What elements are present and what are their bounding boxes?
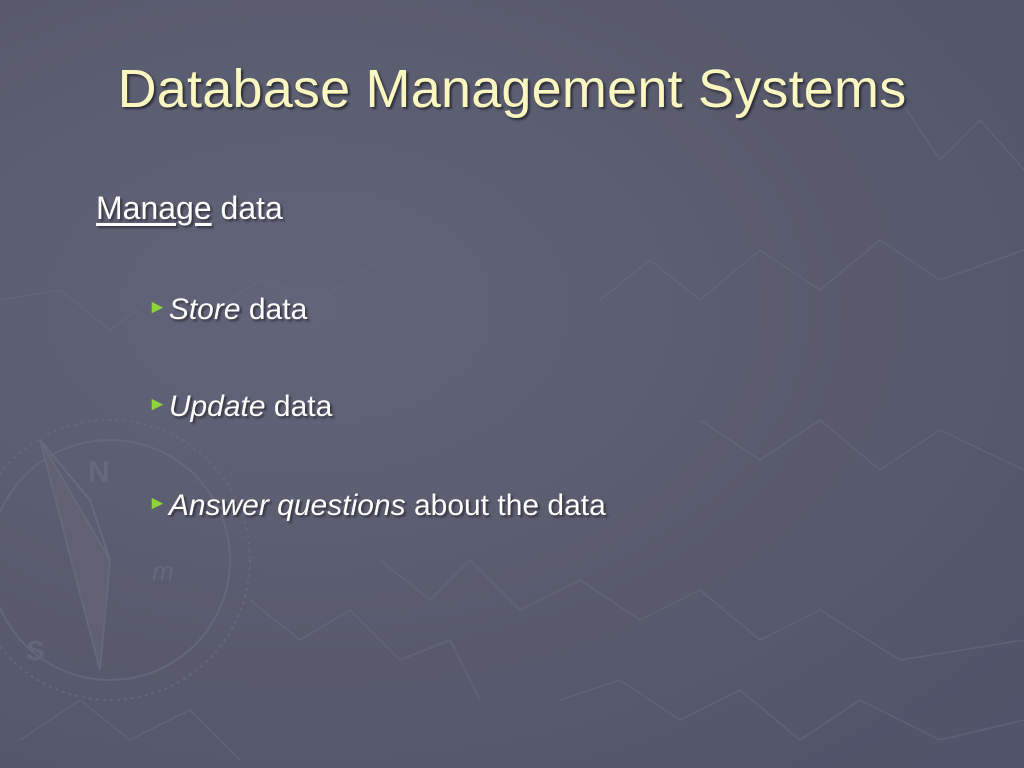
- bullet-emphasis: Answer questions: [168, 489, 406, 522]
- intro-underlined-word: Manage: [96, 190, 212, 226]
- compass-letter-m: m: [152, 556, 174, 586]
- intro-line: Manage data: [96, 190, 283, 227]
- bullet-rest: data: [240, 293, 308, 326]
- bullet-item-update: ►Update data: [148, 390, 332, 424]
- bullet-item-answer-questions: ►Answer questions about the data: [148, 489, 606, 523]
- intro-rest: data: [211, 190, 283, 226]
- compass-icon: N S m: [0, 419, 251, 701]
- bullet-arrow-icon: ►: [148, 297, 167, 319]
- bullet-emphasis: Store: [168, 293, 241, 326]
- slide-title: Database Management Systems: [117, 59, 907, 119]
- bullet-arrow-icon: ►: [148, 493, 167, 515]
- bullet-rest: about the data: [405, 489, 606, 522]
- compass-letter-s: S: [26, 635, 45, 666]
- bullet-rest: data: [265, 390, 333, 423]
- bullet-item-store: ►Store data: [148, 293, 307, 327]
- compass-letter-n: N: [88, 456, 110, 489]
- bullet-emphasis: Update: [168, 390, 266, 423]
- bullet-arrow-icon: ►: [148, 394, 167, 416]
